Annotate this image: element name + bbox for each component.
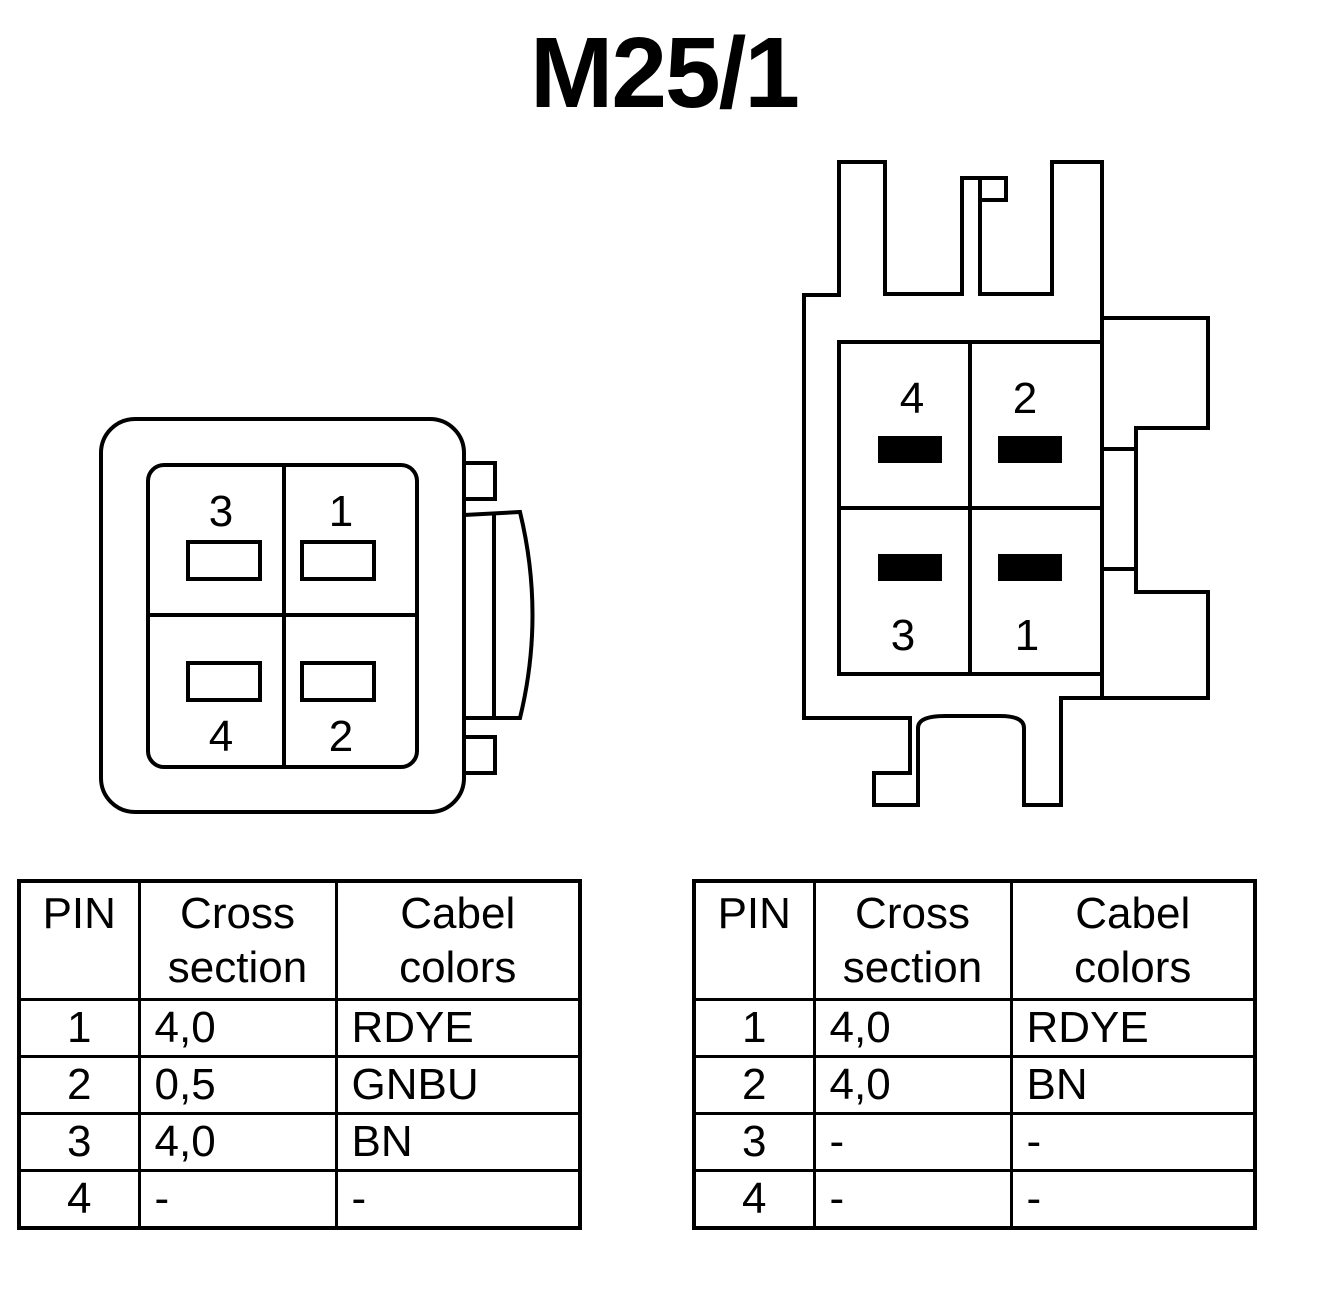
cable-color-cell: BN (334, 1111, 582, 1172)
left-connector-housing (99, 417, 466, 814)
table-row: 3 4,0 BN (17, 1111, 582, 1172)
left-pin-4-label: 4 (209, 712, 233, 761)
left-connector-latch-bottom (462, 735, 497, 775)
cross-section-cell: - (812, 1168, 1013, 1229)
left-pin-1-label: 1 (329, 487, 353, 536)
cross-section-cell: - (812, 1111, 1013, 1172)
cable-color-cell: BN (1009, 1054, 1257, 1115)
right-pin-3-label: 3 (891, 611, 915, 660)
left-pin-3-label: 3 (209, 487, 233, 536)
left-connector-side-lever (463, 509, 535, 720)
right-pin-1-terminal (998, 554, 1062, 581)
pin-cell: 1 (692, 997, 816, 1058)
cable-color-cell: RDYE (1009, 997, 1257, 1058)
right-connector (802, 160, 1210, 807)
left-connector-latch-top (462, 461, 497, 501)
right-pin-2-label: 2 (1013, 374, 1037, 423)
pin-cell: 2 (17, 1054, 141, 1115)
cable-color-cell: GNBU (334, 1054, 582, 1115)
right-pin-2-terminal (998, 436, 1062, 463)
pin-cell: 4 (17, 1168, 141, 1229)
right-pin-4-label: 4 (900, 374, 924, 423)
table-row: 4 - - (692, 1168, 1257, 1229)
header-pin: PIN (17, 879, 141, 1001)
left-pin-2-label: 2 (329, 712, 353, 761)
header-pin: PIN (692, 879, 816, 1001)
cable-color-cell: RDYE (334, 997, 582, 1058)
pin-cell: 1 (17, 997, 141, 1058)
cable-color-cell: - (334, 1168, 582, 1229)
left-pin-3-terminal (186, 540, 262, 581)
left-pin-1-terminal (300, 540, 376, 581)
cross-section-cell: 0,5 (137, 1054, 338, 1115)
cross-section-cell: 4,0 (137, 1111, 338, 1172)
cable-color-cell: - (1009, 1168, 1257, 1229)
table-row: 2 4,0 BN (692, 1054, 1257, 1115)
table-row: 2 0,5 GNBU (17, 1054, 582, 1115)
left-connector (99, 417, 535, 814)
table-row: 4 - - (17, 1168, 582, 1229)
cross-section-cell: 4,0 (812, 1054, 1013, 1115)
right-pin-1-label: 1 (1015, 611, 1039, 660)
cable-color-cell: - (1009, 1111, 1257, 1172)
table-row: 3 - - (692, 1111, 1257, 1172)
right-pin-4-terminal (878, 436, 942, 463)
cross-section-cell: - (137, 1168, 338, 1229)
table-row: 1 4,0 RDYE (17, 997, 582, 1058)
cross-section-cell: 4,0 (812, 997, 1013, 1058)
left-pin-2-terminal (300, 661, 376, 702)
table-row: 1 4,0 RDYE (692, 997, 1257, 1058)
pin-cell: 3 (692, 1111, 816, 1172)
right-pin-3-terminal (878, 554, 942, 581)
pin-cell: 4 (692, 1168, 816, 1229)
pin-cell: 3 (17, 1111, 141, 1172)
right-connector-housing (802, 160, 1210, 807)
diagram-title: M25/1 (530, 17, 800, 129)
cross-section-cell: 4,0 (137, 997, 338, 1058)
pin-cell: 2 (692, 1054, 816, 1115)
left-pin-4-terminal (186, 661, 262, 702)
